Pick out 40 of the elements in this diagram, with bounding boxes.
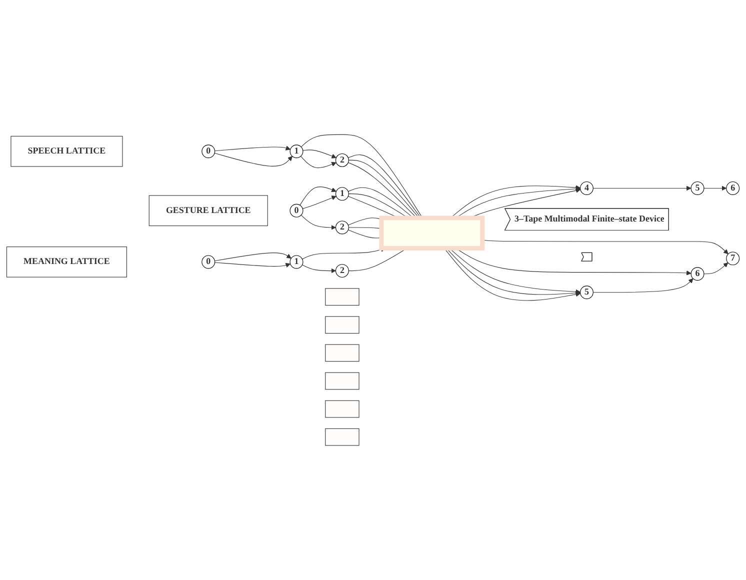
node-circle — [202, 144, 216, 158]
node-circle — [690, 267, 704, 281]
node-circle — [580, 286, 594, 300]
node-box — [148, 195, 268, 226]
node-circle — [290, 144, 304, 158]
node-box — [6, 246, 127, 278]
node-circle — [726, 182, 740, 195]
node-circle — [290, 255, 304, 269]
node-circle — [335, 187, 349, 201]
node-circle — [726, 252, 740, 266]
node-circle — [690, 182, 704, 195]
arrow — [302, 150, 336, 158]
arrow — [704, 186, 727, 191]
arrow — [214, 262, 291, 268]
node-circle — [335, 153, 349, 167]
node-circle — [335, 220, 349, 234]
node-box — [379, 216, 485, 250]
arrow — [214, 152, 292, 166]
node-circle — [290, 204, 304, 218]
node-bar — [325, 288, 360, 306]
node-bar — [325, 316, 360, 334]
node-bar — [325, 428, 360, 446]
node-circle — [580, 182, 594, 195]
arrow — [302, 196, 336, 209]
arrow — [302, 264, 336, 274]
node-circle — [202, 255, 216, 269]
node-circle — [335, 264, 349, 278]
arrow — [704, 262, 728, 274]
node-bar — [325, 400, 360, 418]
arrow — [300, 214, 336, 230]
node-bar — [325, 372, 360, 390]
arrow — [214, 146, 291, 152]
arrow — [214, 252, 292, 262]
node-bar — [325, 344, 360, 362]
arrow — [592, 278, 694, 293]
arrow — [300, 186, 336, 206]
arrow — [592, 186, 692, 191]
arrow — [300, 156, 336, 168]
node-box — [10, 136, 123, 167]
arrow — [482, 240, 728, 254]
